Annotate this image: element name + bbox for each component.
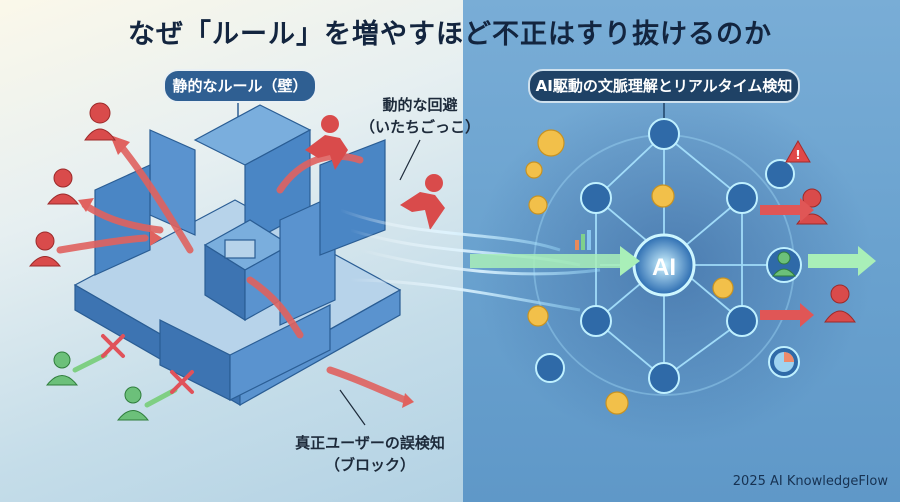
genuine-user-icon: [771, 251, 797, 277]
callout-line: 真正ユーザーの誤検知: [295, 434, 445, 452]
warning-icon: !: [785, 139, 811, 163]
network-node: [535, 118, 800, 394]
static-rules-heading: 静的なルール（壁）: [163, 69, 317, 103]
page-title: なぜ「ルール」を増やすほど不正はすり抜けるのか: [128, 19, 772, 50]
footer-credit: 2025 AI KnowledgeFlow: [732, 474, 888, 489]
maze-walls: [73, 104, 402, 407]
callout-line: （いたちごっこ）: [359, 118, 480, 136]
ai-label: AI: [652, 254, 676, 281]
genuine-user-icon: [45, 351, 150, 421]
callout-line: （ブロック）: [324, 456, 415, 474]
callout-line: 動的な回避: [382, 96, 458, 114]
blocked-x-icon: [101, 334, 194, 394]
dynamic-evasion-callout: 動的な回避 （いたちごっこ）: [355, 94, 485, 138]
coin-icon: [525, 129, 734, 415]
running-fraudster-icon: [305, 115, 445, 230]
false-positive-callout: 真正ユーザーの誤検知 （ブロック）: [270, 432, 470, 476]
pie-chart-icon: [774, 352, 794, 372]
genuine-pass-arrow: [470, 246, 876, 276]
svg-text:!: !: [795, 148, 800, 162]
fraudster-icon: [28, 102, 856, 323]
bar-chart-icon: [575, 230, 591, 250]
ai-detection-heading: AI駆動の文脈理解とリアルタイム検知: [528, 69, 800, 103]
